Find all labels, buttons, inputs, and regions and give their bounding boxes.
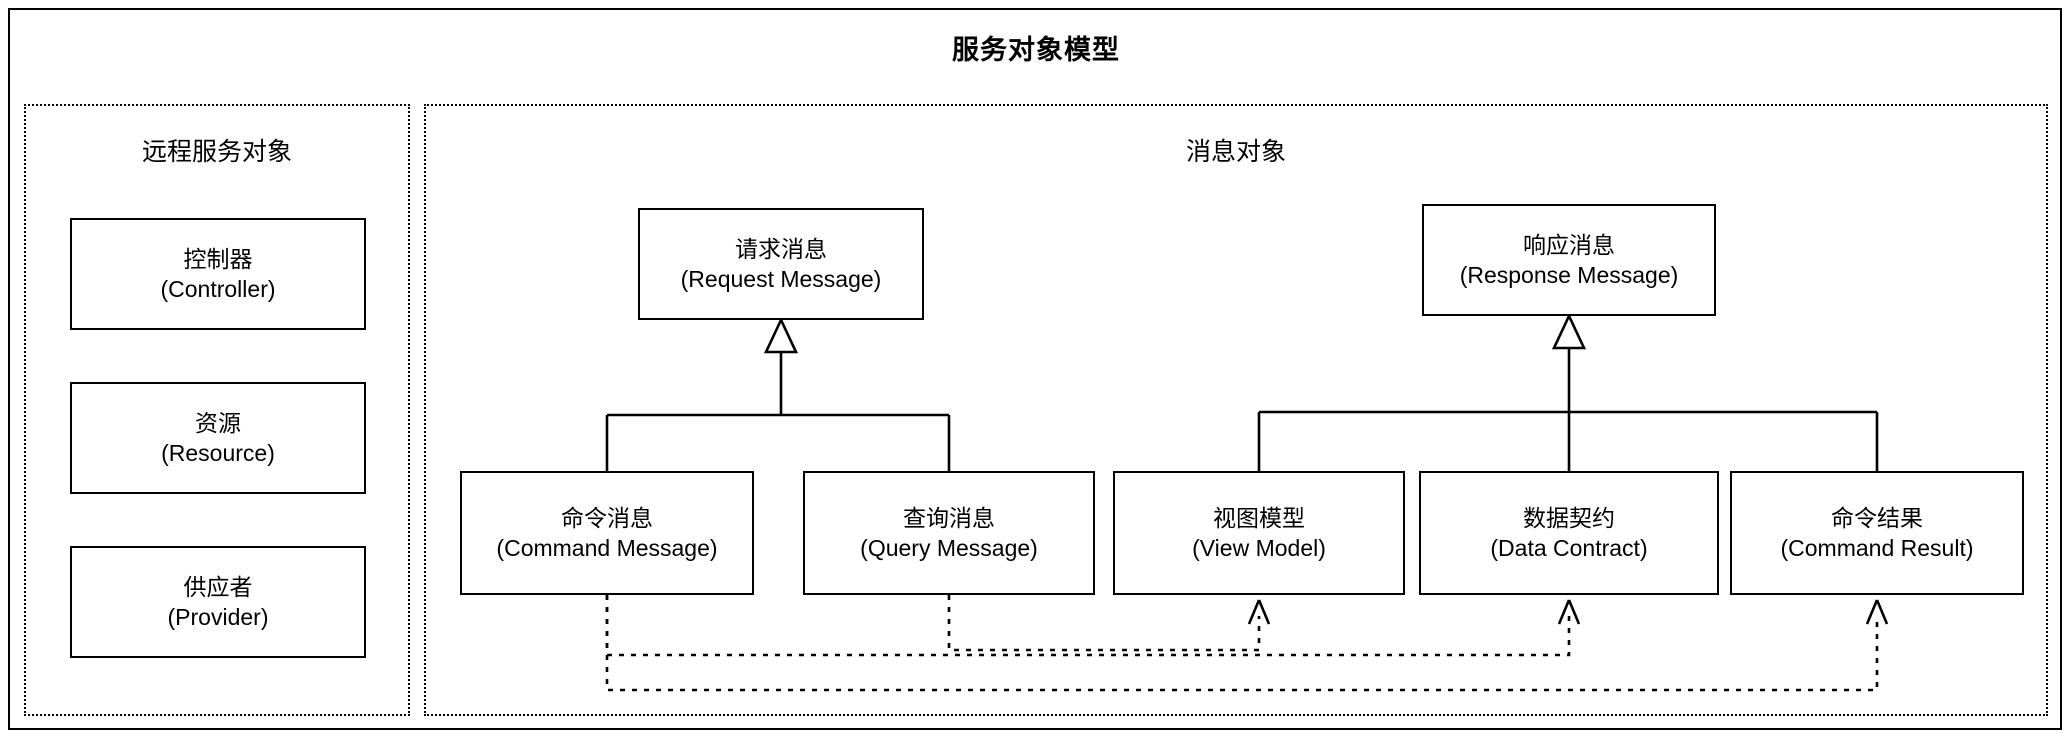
page-title: 服务对象模型 — [952, 35, 1120, 65]
node-label-cn: 查询消息 — [903, 504, 995, 531]
node-label-en: (Data Contract) — [1490, 535, 1648, 561]
node-data-contract[interactable]: 数据契约 (Data Contract) — [1419, 471, 1719, 595]
panel-message-objects: 消息对象 — [424, 104, 2048, 716]
node-label-cn: 请求消息 — [735, 235, 827, 262]
node-label-en: (Command Message) — [496, 535, 718, 561]
panel-remote-service-objects: 远程服务对象 — [24, 104, 410, 716]
node-provider[interactable]: 供应者 (Provider) — [70, 546, 366, 658]
node-label-en: (Resource) — [161, 440, 275, 466]
node-response-message[interactable]: 响应消息 (Response Message) — [1422, 204, 1716, 316]
node-label-cn: 数据契约 — [1523, 504, 1615, 531]
node-query-message[interactable]: 查询消息 (Query Message) — [803, 471, 1095, 595]
node-label-en: (Response Message) — [1459, 262, 1679, 288]
node-controller[interactable]: 控制器 (Controller) — [70, 218, 366, 330]
node-label-en: (View Model) — [1192, 535, 1326, 561]
node-label-cn: 供应者 — [183, 573, 253, 600]
node-label-cn: 响应消息 — [1523, 231, 1615, 258]
node-view-model[interactable]: 视图模型 (View Model) — [1113, 471, 1405, 595]
node-command-message[interactable]: 命令消息 (Command Message) — [460, 471, 754, 595]
node-label-en: (Provider) — [167, 604, 269, 630]
node-label-en: (Query Message) — [860, 535, 1038, 561]
node-command-result[interactable]: 命令结果 (Command Result) — [1730, 471, 2024, 595]
node-label-cn: 命令消息 — [561, 504, 653, 531]
panel-title-message-objects: 消息对象 — [1185, 138, 1286, 166]
panel-title-remote-service-objects: 远程服务对象 — [141, 138, 292, 166]
node-request-message[interactable]: 请求消息 (Request Message) — [638, 208, 924, 320]
node-label-en: (Request Message) — [680, 266, 882, 292]
node-label-en: (Command Result) — [1780, 535, 1974, 561]
node-label-cn: 命令结果 — [1831, 504, 1923, 531]
node-label-cn: 视图模型 — [1213, 504, 1305, 531]
node-label-cn: 控制器 — [183, 245, 253, 272]
node-label-en: (Controller) — [160, 276, 276, 302]
node-label-cn: 资源 — [195, 409, 241, 436]
node-resource[interactable]: 资源 (Resource) — [70, 382, 366, 494]
